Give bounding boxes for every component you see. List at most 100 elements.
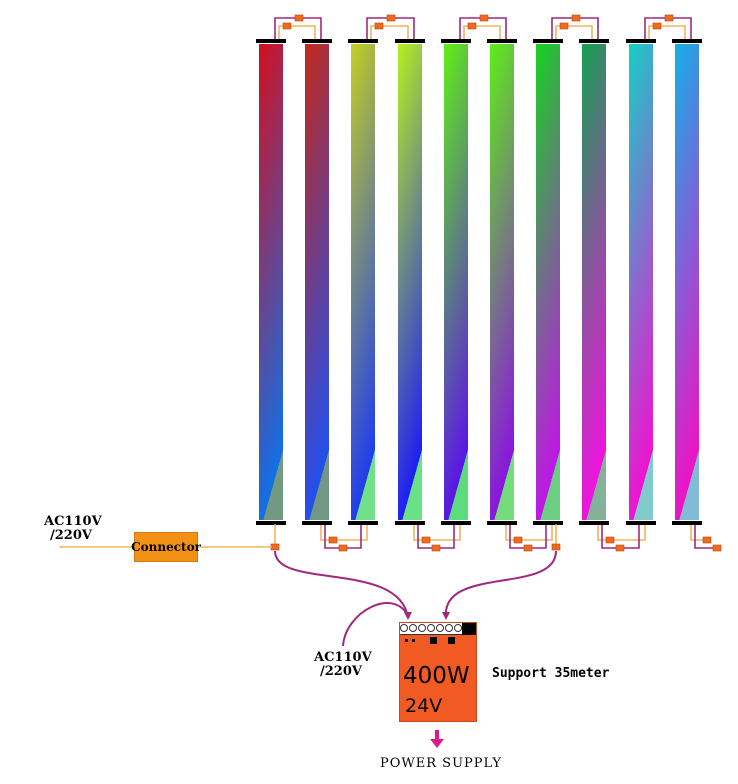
strip-end-cap-top xyxy=(672,39,702,43)
psu-wattage: 400W xyxy=(403,663,470,689)
strip-9 xyxy=(629,44,653,520)
bottom-jumper-plug-icon xyxy=(523,544,533,552)
top-jumper-plug-icon xyxy=(467,22,477,30)
strip-7 xyxy=(536,44,560,520)
top-jumper-wire xyxy=(555,25,593,39)
top-jumper-plug-icon xyxy=(294,14,304,22)
bottom-jumper-plug-icon xyxy=(605,536,615,544)
psu-input-label: AC110V /220V xyxy=(314,651,372,679)
feed-plug-icon xyxy=(270,543,280,551)
strip-2 xyxy=(305,44,329,520)
strip-10 xyxy=(675,44,699,520)
top-jumper-plug-icon xyxy=(571,14,581,22)
top-jumper-wire xyxy=(648,25,686,39)
power-cable-left xyxy=(274,550,409,619)
strip-end-cap-top xyxy=(626,39,656,43)
terminal-cover xyxy=(462,623,476,635)
strip-end-cap-bottom xyxy=(395,521,425,525)
strip-end-cap-top xyxy=(487,39,517,43)
top-jumper-wire xyxy=(370,25,409,39)
top-jumper-plug-icon xyxy=(479,14,489,22)
mains-cable-to-psu xyxy=(342,602,410,647)
power-supply-unit: 400W 24V xyxy=(399,622,477,722)
strip-end-cap-top xyxy=(579,39,609,43)
strip-4 xyxy=(398,44,422,520)
support-length-label: Support 35meter xyxy=(492,666,610,681)
top-jumper-plug-icon xyxy=(282,22,292,30)
strip-8 xyxy=(582,44,606,520)
tail-wire xyxy=(690,525,705,541)
mains-input-label: AC110V /220V xyxy=(44,515,102,543)
strip-3 xyxy=(351,44,375,520)
strip-end-cap-bottom xyxy=(302,521,332,525)
bottom-jumper-wire xyxy=(505,525,553,541)
strip-end-cap-bottom xyxy=(441,521,471,525)
power-cable-right xyxy=(444,550,557,619)
wires xyxy=(59,14,722,647)
top-jumper-wire xyxy=(463,25,501,39)
top-jumper-wire xyxy=(278,25,316,39)
psu-led xyxy=(448,637,455,644)
strip-end-cap-top xyxy=(533,39,563,43)
top-jumper-plug-icon xyxy=(374,22,384,30)
bottom-jumper-cable xyxy=(509,525,547,549)
top-jumper-plug-icon xyxy=(652,22,662,30)
bottom-jumper-plug-icon xyxy=(513,536,523,544)
down-arrow-icon xyxy=(430,730,444,748)
psu-input-line1: AC110V xyxy=(314,650,372,665)
terminal-screw xyxy=(445,624,453,632)
strip-end-cap-top xyxy=(348,39,378,43)
power-supply-title: POWER SUPPLY xyxy=(380,756,502,771)
terminal-screw xyxy=(436,624,444,632)
strip-end-cap-bottom xyxy=(579,521,609,525)
bottom-jumper-plug-icon xyxy=(338,544,348,552)
psu-voltage: 24V xyxy=(405,695,443,717)
strip-end-cap-top xyxy=(441,39,471,43)
bottom-jumper-wire xyxy=(413,525,461,541)
injection-plug-icon xyxy=(551,543,561,551)
connector-label: Connector xyxy=(131,540,201,554)
tail-plug-icon xyxy=(702,536,712,544)
led-strips xyxy=(256,39,702,525)
terminal-screw xyxy=(418,624,426,632)
bottom-jumper-plug-icon xyxy=(328,536,338,544)
bottom-jumper-plug-icon xyxy=(431,544,441,552)
strip-1 xyxy=(259,44,283,520)
tail-plug-icon xyxy=(712,544,722,552)
strip-end-cap-bottom xyxy=(487,521,517,525)
mains-input-line1: AC110V xyxy=(44,514,102,529)
cable-arrow-icon xyxy=(404,612,412,620)
terminal-strip xyxy=(400,623,476,635)
strip-end-cap-bottom xyxy=(626,521,656,525)
bottom-jumper-cable xyxy=(601,525,640,549)
top-jumper-plug-icon xyxy=(386,14,396,22)
strip-5 xyxy=(444,44,468,520)
strip-end-cap-bottom xyxy=(533,521,563,525)
strip-end-cap-top xyxy=(395,39,425,43)
tail-cable xyxy=(694,525,715,549)
strip-end-cap-top xyxy=(302,39,332,43)
top-jumper-plug-icon xyxy=(664,14,674,22)
psu-led xyxy=(430,637,437,644)
terminal-screw xyxy=(409,624,417,632)
terminal-screw xyxy=(454,624,462,632)
cable-arrow-icon xyxy=(442,612,450,620)
terminal-screw xyxy=(427,624,435,632)
strip-end-cap-bottom xyxy=(672,521,702,525)
mains-input-line2: /220V xyxy=(50,528,92,543)
strip-end-cap-bottom xyxy=(256,521,286,525)
top-jumper-plug-icon xyxy=(559,22,569,30)
terminal-screw xyxy=(400,624,408,632)
bottom-jumper-wire xyxy=(320,525,368,541)
connector-box: Connector xyxy=(131,532,201,562)
bottom-jumper-wire xyxy=(597,525,646,541)
strip-6 xyxy=(490,44,514,520)
strip-end-cap-bottom xyxy=(348,521,378,525)
bottom-jumper-cable xyxy=(324,525,362,549)
psu-indicator-dots xyxy=(405,639,415,645)
strip-end-cap-top xyxy=(256,39,286,43)
psu-input-line2: /220V xyxy=(320,664,362,679)
bottom-jumper-plug-icon xyxy=(421,536,431,544)
bottom-jumper-plug-icon xyxy=(615,544,625,552)
